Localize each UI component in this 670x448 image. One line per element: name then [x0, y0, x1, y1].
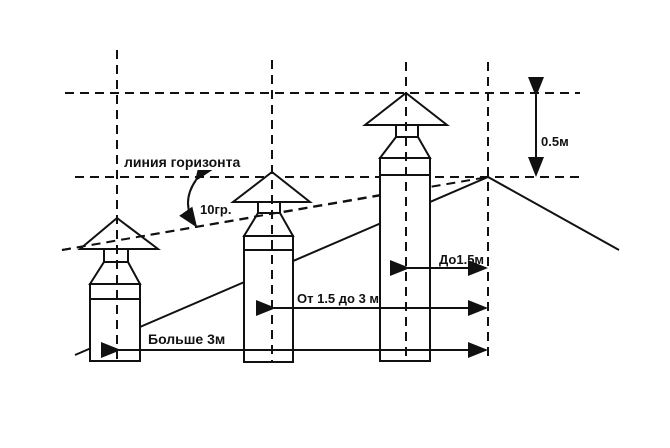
chimney-near	[362, 91, 450, 362]
from-1-5-to-3-label: От 1.5 до 3 м	[297, 291, 379, 306]
up-to-1-5-label: До1.5м	[439, 252, 484, 267]
angle-label: 10гр.	[200, 202, 231, 217]
roof-line	[74, 175, 620, 356]
chimney-far	[77, 216, 161, 362]
horizon-line-overlay	[61, 194, 381, 251]
chimney-middle	[230, 170, 313, 363]
height-label: 0.5м	[541, 134, 569, 149]
horizon-line-label: линия горизонта	[124, 154, 240, 170]
angle-arc-arrow	[179, 160, 213, 228]
more-than-3-label: Больше 3м	[148, 331, 225, 347]
